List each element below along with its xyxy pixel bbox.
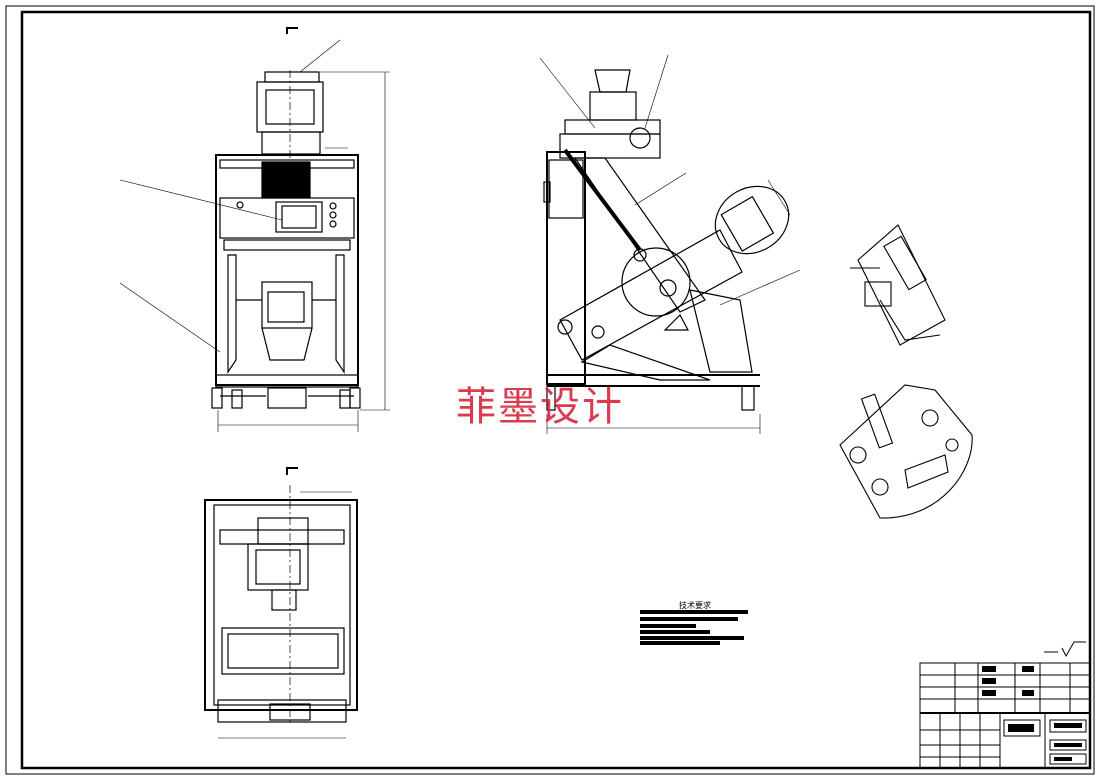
roughness-symbol (1044, 641, 1086, 658)
front-view (119, 27, 390, 432)
watermark-text: 菲墨设计 (456, 384, 624, 430)
inner-border (20, 10, 1092, 770)
outer-border (5, 5, 1095, 775)
detail-view-a (850, 224, 946, 346)
technical-requirements-title: 技术要求 (679, 601, 711, 610)
detail-view-b (839, 384, 973, 519)
technical-notes-lines (640, 610, 748, 645)
title-block (919, 662, 1091, 769)
title-block-fills (982, 666, 1082, 761)
top-view (204, 467, 358, 739)
side-view (539, 54, 801, 434)
